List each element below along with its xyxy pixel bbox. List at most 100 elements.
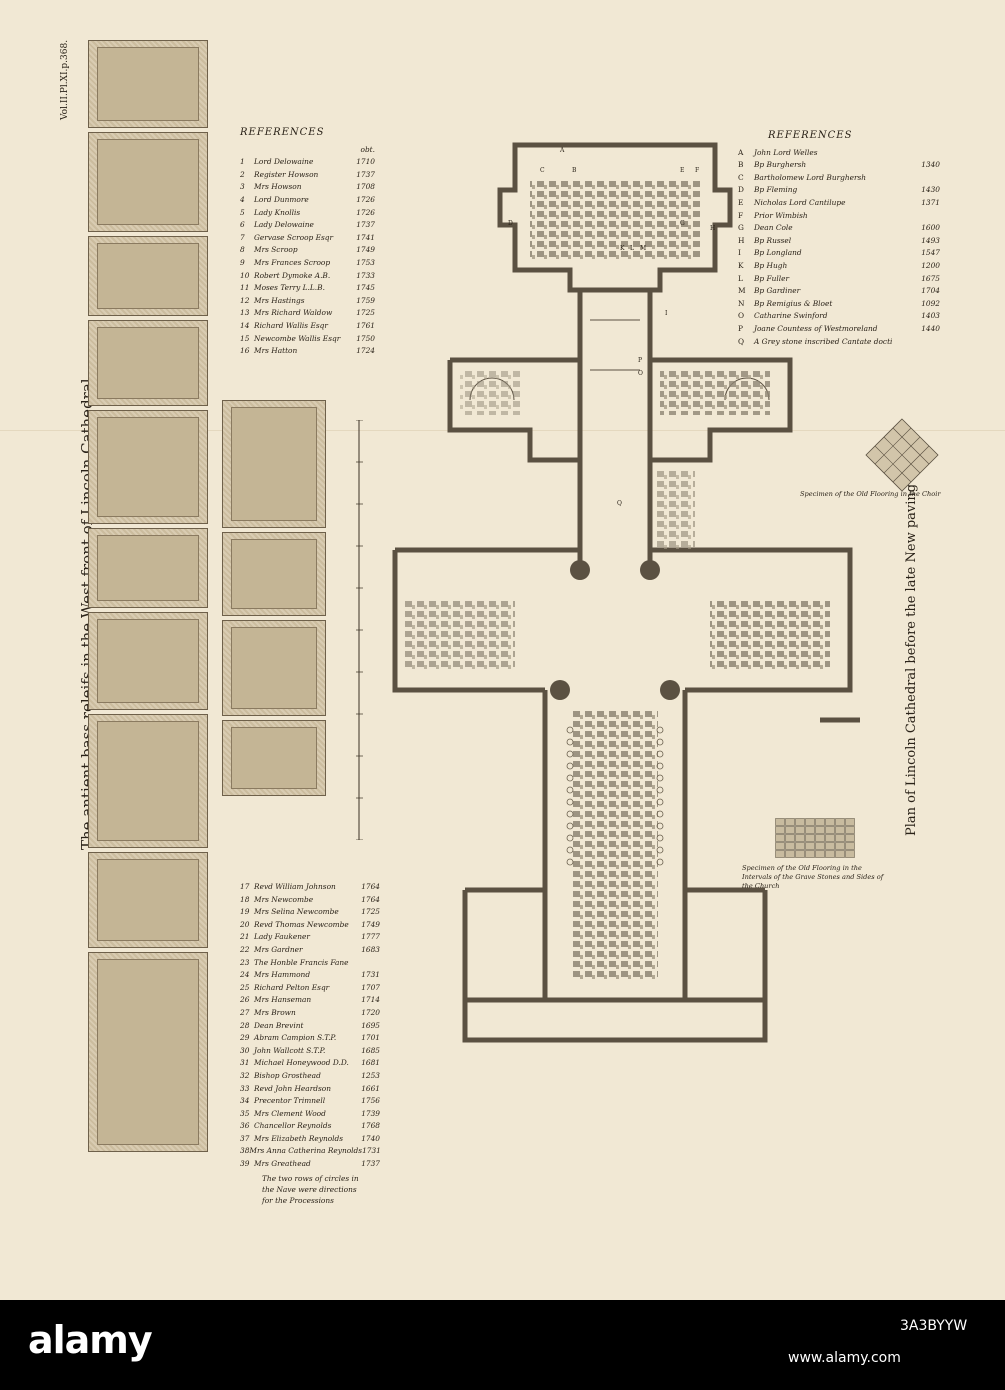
engraved-plate: Vol.II.Pl.XI.p.368. The antient bass rel… bbox=[0, 0, 1005, 1300]
choir-flooring-specimen bbox=[865, 418, 939, 492]
cathedral-floor-plan: A B C D E F G H I K L M P O Q bbox=[392, 142, 860, 1043]
procession-note: The two rows of circles in the Nave were… bbox=[262, 1173, 359, 1205]
references-heading: REFERENCES bbox=[768, 130, 853, 141]
intervals-flooring-specimen bbox=[775, 818, 855, 858]
relief-panel bbox=[222, 532, 326, 616]
year-heading: obt. bbox=[360, 144, 376, 154]
plan-label: I bbox=[665, 310, 668, 317]
references-heading: REFERENCES bbox=[240, 127, 325, 138]
plan-label: Q bbox=[617, 500, 622, 507]
relief-panel bbox=[88, 320, 208, 406]
plan-label: E bbox=[680, 167, 684, 174]
intervals-flooring-caption: Specimen of the Old Flooring in the Inte… bbox=[742, 864, 884, 890]
plan-label: K bbox=[620, 245, 625, 252]
plan-label: G bbox=[680, 220, 685, 227]
plan-label: P bbox=[638, 357, 642, 364]
choir-flooring-caption: Specimen of the Old Flooring in the Choi… bbox=[800, 490, 941, 498]
plan-title: Plan of Lincoln Cathedral before the lat… bbox=[904, 483, 919, 836]
stock-url: www.alamy.com bbox=[788, 1350, 901, 1366]
plan-label: O bbox=[638, 370, 643, 377]
plan-label: M bbox=[640, 245, 646, 252]
plan-label: D bbox=[508, 220, 513, 227]
relief-panel bbox=[88, 132, 208, 232]
plate-reference: Vol.II.Pl.XI.p.368. bbox=[60, 39, 70, 120]
relief-panel bbox=[222, 620, 326, 716]
relief-panel bbox=[88, 40, 208, 128]
stock-image-id: 3A3BYYW bbox=[900, 1318, 968, 1334]
relief-panel bbox=[88, 410, 208, 524]
plan-label: F bbox=[695, 167, 699, 174]
alamy-logo: alamy bbox=[28, 1318, 153, 1362]
plan-label: B bbox=[572, 167, 577, 174]
plan-label: H bbox=[710, 225, 715, 232]
relief-panel bbox=[88, 236, 208, 316]
relief-panel bbox=[88, 852, 208, 948]
plan-label: L bbox=[630, 245, 634, 252]
relief-panel bbox=[222, 400, 326, 528]
plan-label: A bbox=[559, 147, 565, 154]
watermark-bar bbox=[0, 1300, 1005, 1390]
relief-panel bbox=[88, 714, 208, 848]
relief-panel bbox=[222, 720, 326, 796]
relief-panel bbox=[88, 612, 208, 710]
plan-label: C bbox=[540, 167, 545, 174]
